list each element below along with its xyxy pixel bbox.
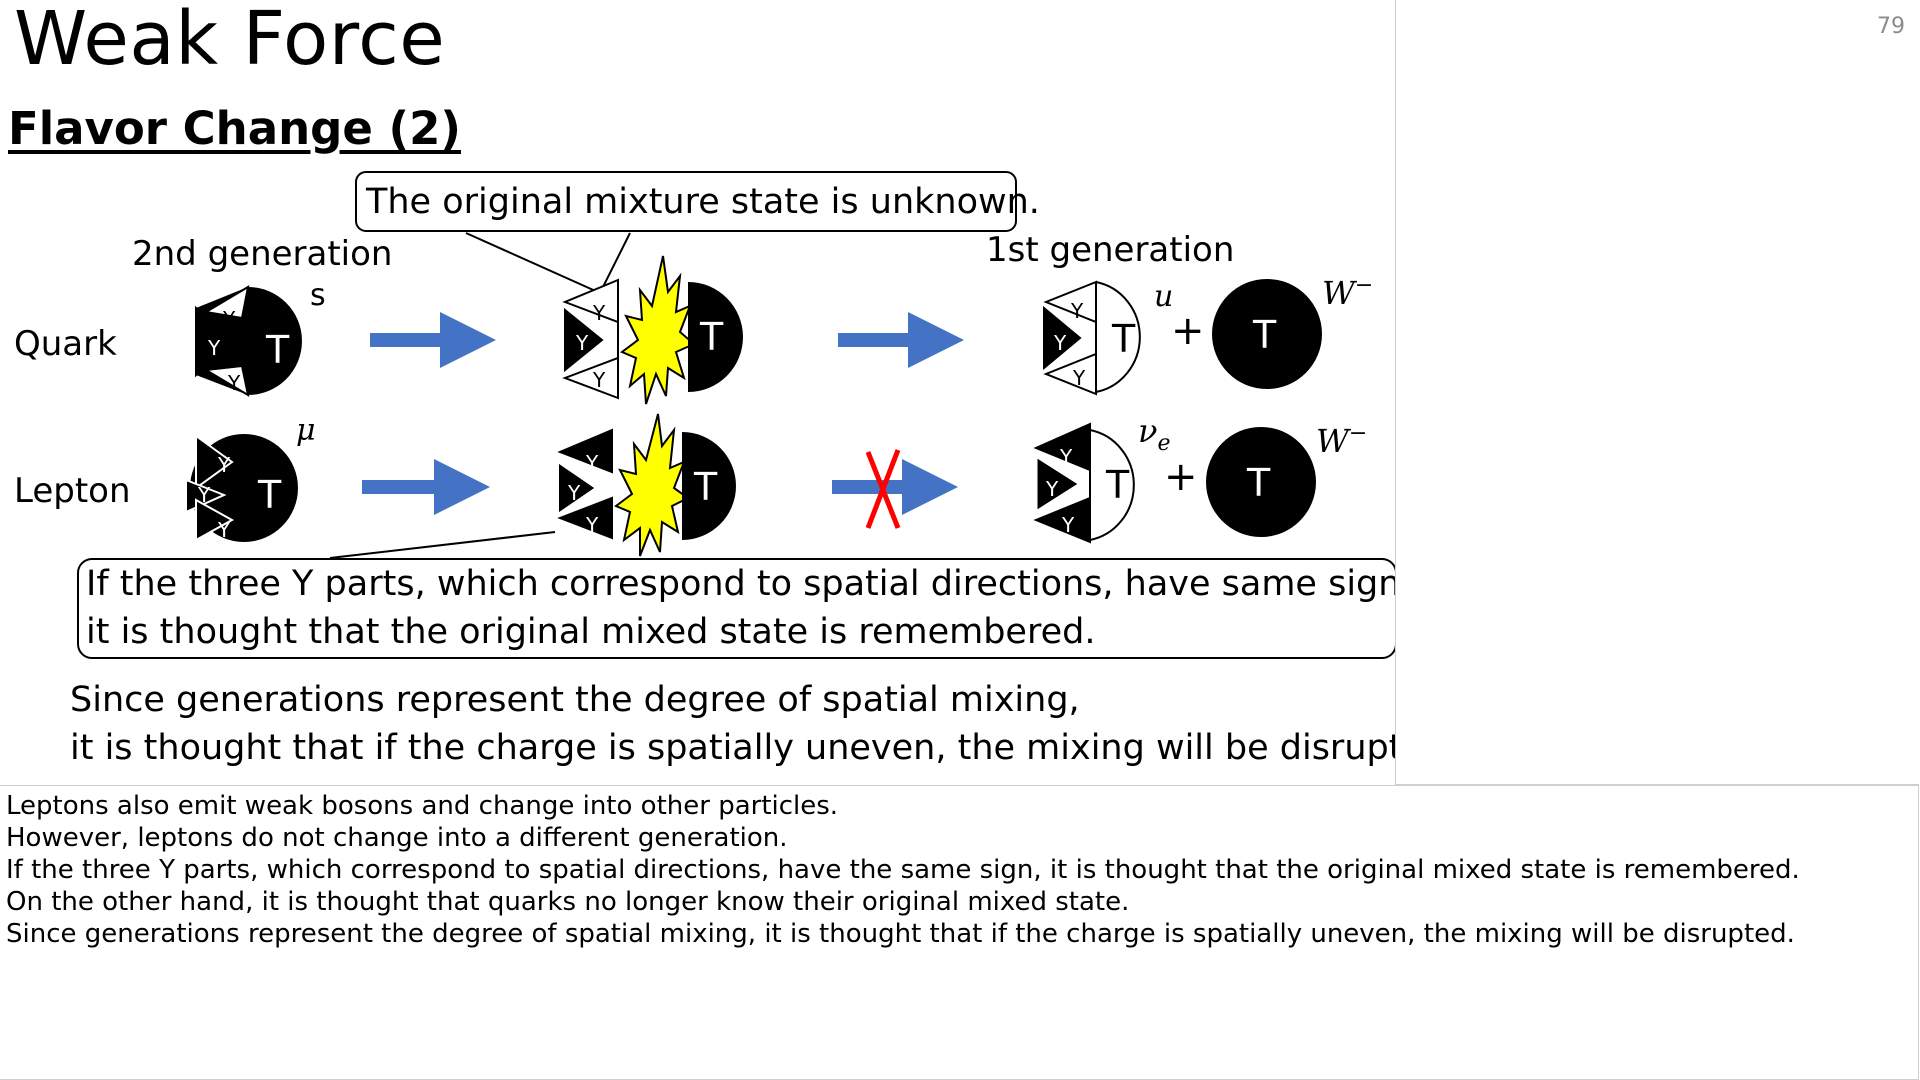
burst-icon <box>622 256 694 404</box>
y-label: Y <box>1072 366 1086 390</box>
notes-line: Leptons also emit weak bosons and change… <box>0 790 1918 822</box>
t-label: T <box>1252 313 1277 357</box>
particle-muon: Y Y Y T μ <box>186 413 316 542</box>
y-label: Y <box>1053 331 1067 355</box>
flavor-change-diagram: The original mixture state is unknown. Y… <box>0 0 1395 785</box>
particle-electron-neutrino: Y Y Y T νe <box>1036 412 1170 542</box>
notes-line: If the three Y parts, which correspond t… <box>0 854 1918 886</box>
y-label: Y <box>1059 445 1073 469</box>
summary-text: Since generations represent the degree o… <box>70 676 1457 772</box>
t-label: T <box>699 315 724 359</box>
electron-neutrino-label: νe <box>1138 412 1170 456</box>
arrow-lepton-blocked <box>832 450 930 528</box>
callout-bottom-line-1: If the three Y parts, which correspond t… <box>86 560 1412 608</box>
notes-line: However, leptons do not change into a di… <box>0 822 1918 854</box>
t-label: T <box>693 465 718 509</box>
callout-bottom-pointer <box>330 532 555 558</box>
y-label: Y <box>585 451 599 475</box>
y-label: Y <box>207 336 221 360</box>
particle-lepton-transition: Y Y Y T <box>558 414 736 556</box>
t-label: T <box>265 328 290 372</box>
plus-sign: + <box>1164 454 1198 500</box>
summary-line-1: Since generations represent the degree o… <box>70 676 1457 724</box>
y-label: Y <box>197 483 211 507</box>
y-label: Y <box>227 371 241 395</box>
speaker-notes[interactable]: Leptons also emit weak bosons and change… <box>0 785 1919 1080</box>
particle-up-quark: Y Y Y T u <box>1044 279 1173 394</box>
generation-1-label: 1st generation <box>986 230 1234 270</box>
burst-icon <box>616 414 688 556</box>
generation-2-label: 2nd generation <box>132 234 392 274</box>
strange-label: s <box>310 278 326 313</box>
w-boson-label: W− <box>1316 421 1367 460</box>
y-label: Y <box>1061 513 1075 537</box>
y-label: Y <box>567 481 581 505</box>
t-label: T <box>257 473 282 517</box>
y-label: Y <box>1045 477 1059 501</box>
callout-top-pointer <box>466 233 630 293</box>
y-label: Y <box>222 307 236 331</box>
y-label: Y <box>217 518 231 542</box>
row-label-quark: Quark <box>14 324 117 364</box>
notes-line: Since generations represent the degree o… <box>0 918 1918 950</box>
y-label: Y <box>592 301 606 325</box>
side-panel: 79 <box>1395 0 1919 785</box>
w-boson-lepton: T W− <box>1206 421 1367 537</box>
callout-bottom-line-2: it is thought that the original mixed st… <box>86 608 1095 656</box>
t-label: T <box>1111 317 1136 361</box>
callout-top: The original mixture state is unknown. <box>356 172 1040 293</box>
row-label-lepton: Lepton <box>14 471 131 511</box>
y-label: Y <box>575 331 589 355</box>
notes-line: On the other hand, it is thought that qu… <box>0 886 1918 918</box>
callout-top-text: The original mixture state is unknown. <box>365 182 1040 222</box>
page-number: 79 <box>1877 14 1905 39</box>
particle-strange-quark: Y Y Y T s <box>196 278 326 395</box>
muon-label: μ <box>296 413 316 448</box>
t-label: T <box>1105 463 1130 507</box>
y-label: Y <box>217 453 231 477</box>
w-boson-label: W− <box>1322 273 1373 312</box>
y-label: Y <box>1070 299 1084 323</box>
plus-sign: + <box>1171 308 1205 354</box>
y-label: Y <box>592 368 606 392</box>
t-label: T <box>1246 461 1271 505</box>
summary-line-2: it is thought that if the charge is spat… <box>70 724 1457 772</box>
w-boson-quark: T W− <box>1212 273 1373 389</box>
y-label: Y <box>585 513 599 537</box>
slide: Weak Force Flavor Change (2) The origina… <box>0 0 1395 785</box>
